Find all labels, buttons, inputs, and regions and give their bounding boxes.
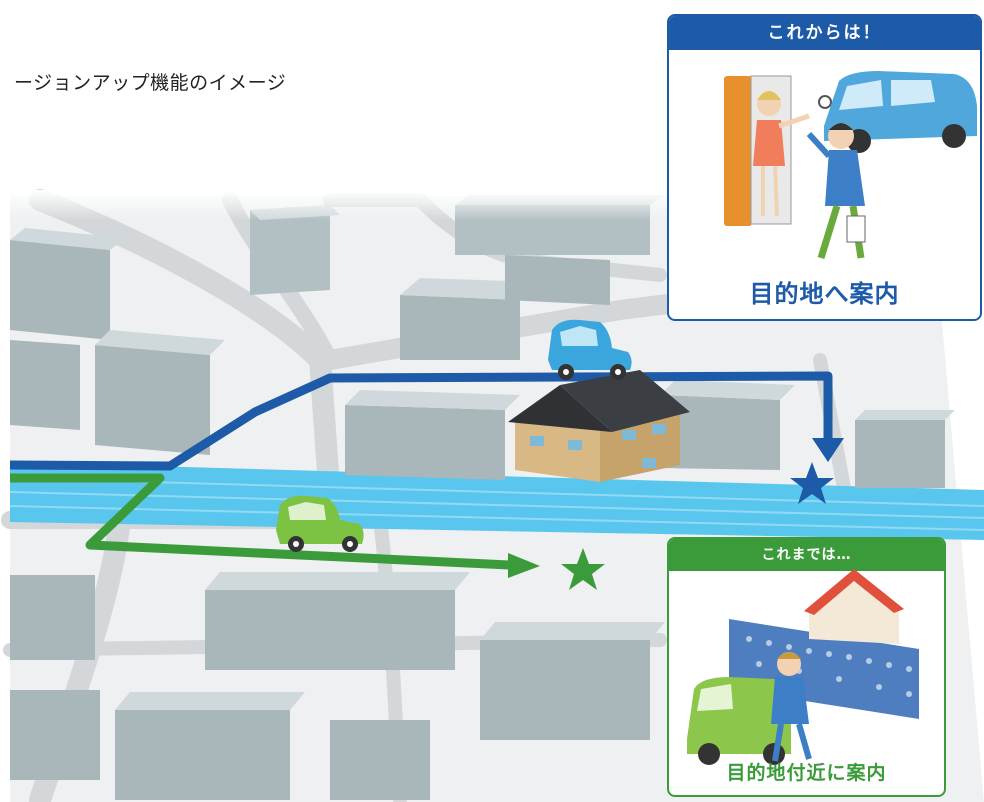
panel-new-header: これからは！ [669,16,980,50]
star-icon [790,462,834,504]
panel-new-footer: 目的地へ案内 [749,280,900,308]
panel-old-behavior: これまでは… 目的地付近に案内 [667,537,946,797]
route-new-arrowhead [812,438,844,462]
route-old [10,473,511,570]
river [10,462,984,540]
panel-old-footer: 目的地付近に案内 [726,762,887,784]
lost-delivery-illustration [687,569,919,765]
house-icon [508,370,690,482]
panel-old-header: これまでは… [669,539,944,571]
car-old [276,495,364,552]
buildings [10,195,955,800]
route-old-arrowhead [508,553,540,578]
delivery-illustration [724,71,977,260]
panel-new-behavior: これからは！ 目的地へ案内 [667,14,982,321]
car-new [548,319,632,380]
star-icon [561,548,605,590]
route-new [9,371,833,471]
page-title: ージョンアップ機能のイメージ [14,72,287,94]
